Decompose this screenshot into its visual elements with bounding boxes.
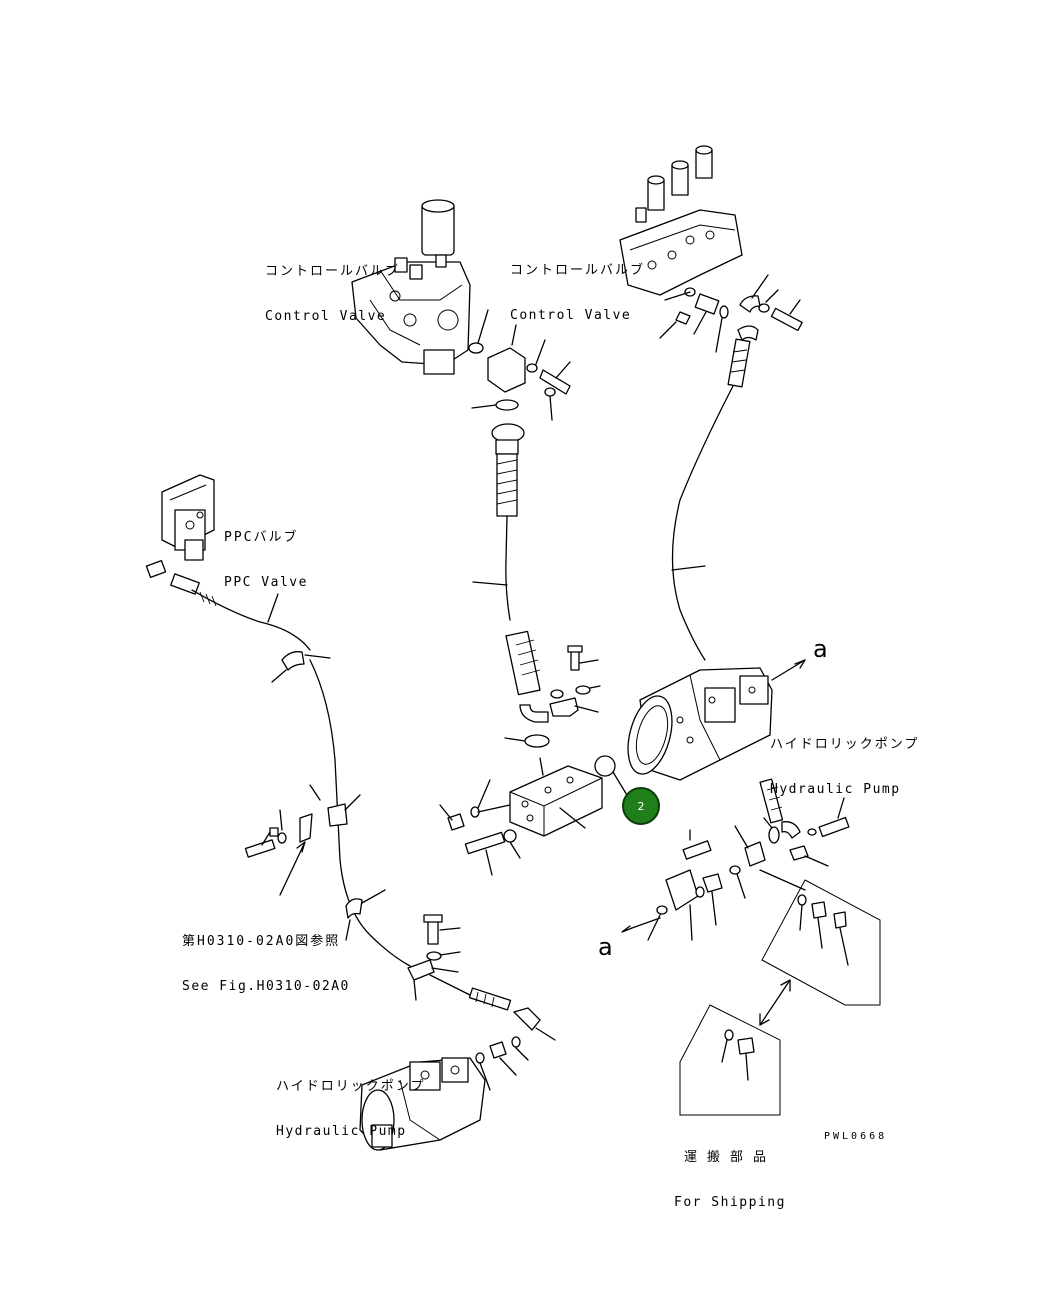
ppc-valve-jp: PPCバルブ bbox=[224, 530, 299, 545]
for-shipping-label: 運搬部品 For Shipping bbox=[674, 1120, 786, 1225]
hydraulic-pump-bottom-jp: ハイドロリックポンプ bbox=[276, 1079, 426, 1094]
control-valve-right bbox=[619, 145, 743, 296]
part-number-badge[interactable]: 2 bbox=[622, 787, 660, 825]
control-valve-right-en: Control Valve bbox=[510, 308, 632, 323]
hydraulic-pump-right-label: ハイドロリックポンプ Hydraulic Pump bbox=[770, 707, 919, 812]
see-figure-jp: 第H0310-02A0図参照 bbox=[182, 934, 341, 949]
hydraulic-pump-bottom bbox=[359, 1057, 486, 1151]
ppc-hose bbox=[244, 651, 411, 967]
control-valve-left bbox=[351, 199, 471, 375]
control-valve-left-jp: コントロールバルブ bbox=[265, 264, 401, 279]
control-valve-right-label: コントロールバルブ Control Valve bbox=[510, 233, 645, 338]
middle-clamp bbox=[504, 645, 601, 748]
drawing-code: PWL0668 bbox=[824, 1131, 888, 1142]
ppc-valve-label: PPCバルブ PPC Valve bbox=[224, 500, 308, 605]
callout-a-bottom: a bbox=[598, 933, 613, 961]
control-valve-left-en: Control Valve bbox=[265, 309, 387, 324]
control-valve-left-label: コントロールバルブ Control Valve bbox=[265, 234, 400, 339]
left-valve-fittings bbox=[468, 309, 571, 421]
lower-fittings bbox=[407, 914, 556, 1091]
hydraulic-pump-bottom-en: Hydraulic Pump bbox=[276, 1124, 407, 1139]
oring-pump-inlet bbox=[594, 755, 616, 777]
hose-right-valve bbox=[671, 325, 759, 661]
right-valve-fittings bbox=[659, 274, 803, 353]
hydraulic-pump-right bbox=[627, 659, 806, 781]
pump-fittings-right bbox=[621, 778, 850, 941]
ppc-valve-en: PPC Valve bbox=[224, 575, 308, 590]
ppc-valve bbox=[145, 474, 311, 651]
hose-left-valve bbox=[472, 423, 549, 723]
see-figure-label: 第H0310-02A0図参照 See Fig.H0310-02A0 bbox=[182, 904, 350, 1009]
for-shipping-jp: 運搬部品 bbox=[683, 1150, 776, 1165]
for-shipping-en: For Shipping bbox=[674, 1195, 786, 1210]
hydraulic-pump-bottom-label: ハイドロリックポンプ Hydraulic Pump bbox=[276, 1049, 425, 1154]
manifold-block bbox=[439, 757, 603, 876]
hydraulic-pump-right-jp: ハイドロリックポンプ bbox=[770, 737, 920, 752]
shipping-diagram bbox=[679, 879, 881, 1116]
hydraulic-pump-right-en: Hydraulic Pump bbox=[770, 782, 901, 797]
control-valve-right-jp: コントロールバルブ bbox=[510, 263, 646, 278]
see-figure-en: See Fig.H0310-02A0 bbox=[182, 979, 350, 994]
callout-a-top: a bbox=[813, 635, 828, 663]
